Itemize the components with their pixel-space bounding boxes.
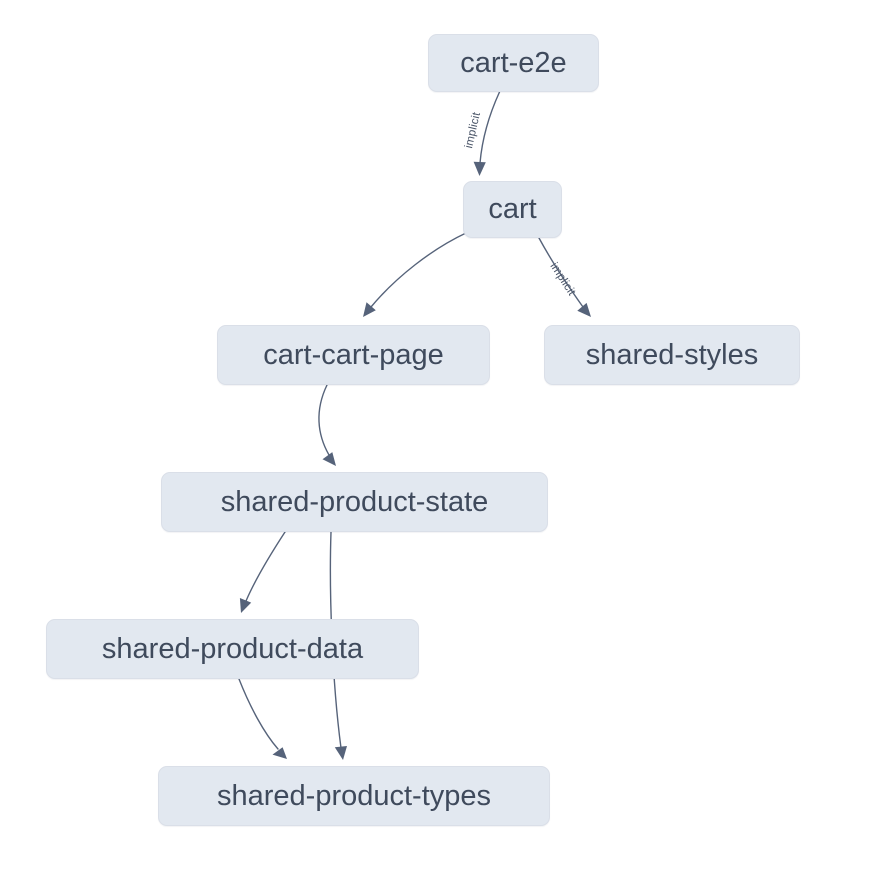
arrowhead-icon bbox=[322, 452, 336, 466]
node-label: cart bbox=[488, 193, 537, 225]
edge-path bbox=[538, 237, 584, 308]
edge-cart-e2e-to-cart: implicit bbox=[463, 91, 501, 176]
edge-path bbox=[318, 384, 330, 456]
edge-shared-product-state-to-shared-product-data bbox=[239, 531, 286, 613]
arrowhead-icon bbox=[577, 302, 591, 317]
edge-label-implicit-2: implicit bbox=[547, 261, 577, 299]
edge-label-implicit-1: implicit bbox=[463, 110, 483, 149]
graph-node-shared-styles[interactable]: shared-styles bbox=[544, 325, 800, 385]
edge-shared-product-data-to-shared-product-types bbox=[238, 678, 287, 759]
edge-path bbox=[245, 531, 286, 602]
node-label: shared-product-state bbox=[220, 485, 489, 518]
edge-path bbox=[238, 678, 279, 750]
edge-cart-cart-page-to-shared-product-state bbox=[318, 384, 336, 466]
edge-cart-to-cart-cart-page bbox=[363, 232, 467, 317]
graph-node-shared-product-data[interactable]: shared-product-data bbox=[46, 619, 419, 679]
arrowhead-icon bbox=[473, 161, 486, 176]
arrowhead-icon bbox=[363, 302, 376, 317]
graph-node-cart-e2e[interactable]: cart-e2e bbox=[428, 34, 599, 92]
node-label: shared-styles bbox=[585, 338, 759, 371]
node-label: cart-cart-page bbox=[263, 338, 444, 371]
graph-node-cart[interactable]: cart bbox=[463, 181, 562, 238]
edge-cart-to-shared-styles: implicit bbox=[538, 237, 591, 317]
node-label: shared-product-types bbox=[216, 779, 492, 812]
node-label: shared-product-data bbox=[101, 632, 364, 665]
edge-path bbox=[479, 91, 501, 164]
arrowhead-icon bbox=[272, 747, 287, 759]
graph-node-cart-cart-page[interactable]: cart-cart-page bbox=[217, 325, 490, 385]
arrowhead-icon bbox=[239, 598, 252, 613]
edge-path bbox=[370, 232, 467, 308]
node-label: cart-e2e bbox=[460, 46, 567, 79]
arrowhead-icon bbox=[334, 746, 347, 760]
graph-node-shared-product-types[interactable]: shared-product-types bbox=[158, 766, 550, 826]
graph-node-shared-product-state[interactable]: shared-product-state bbox=[161, 472, 548, 532]
